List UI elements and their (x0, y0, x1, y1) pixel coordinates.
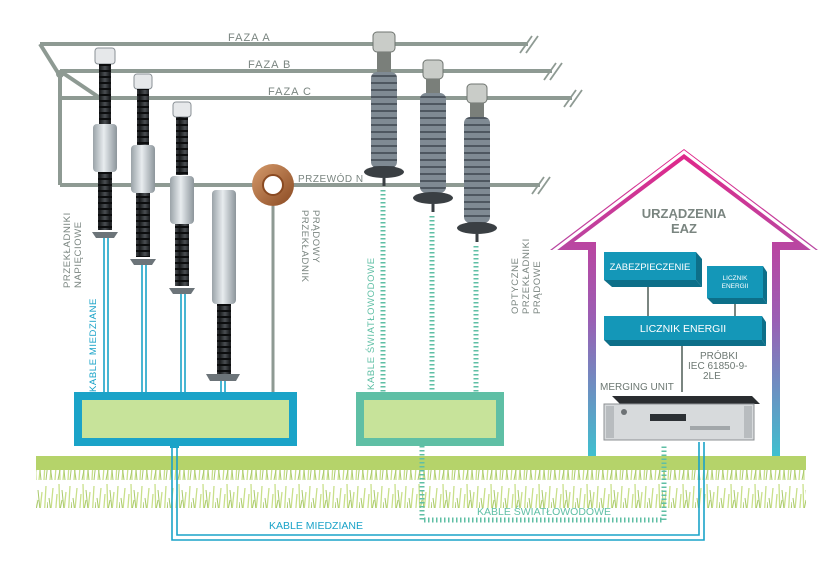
current-transformer (252, 164, 294, 396)
voltage-transformers-label-1: PRZEKŁADNIKI (62, 212, 73, 288)
voltage-transformer-3 (169, 101, 195, 294)
relay-house (547, 148, 821, 456)
protection-device (604, 252, 702, 287)
merging-unit-label: MERGING UNIT (600, 382, 674, 393)
copper-cables-vertical-label: KABLE MIEDZIANE (88, 298, 99, 392)
fiber-junction-box (356, 392, 504, 446)
house-title-line1: URZĄDZENIA (642, 206, 727, 221)
protection-label: ZABEZPIECZENIE (610, 262, 691, 273)
phase-a-label: FAZA A (228, 32, 271, 44)
fiber-cables-bottom-label: KABLE ŚWIATŁOWODOWE (477, 505, 611, 518)
merging-unit-device (603, 396, 760, 441)
copper-cables-bottom-label: KABLE MIEDZIANE (269, 520, 363, 532)
grass (36, 470, 806, 508)
main-energy-meter (604, 316, 766, 346)
voltage-transformer-1 (92, 47, 118, 238)
phase-b-label: FAZA B (248, 59, 291, 71)
small-meter-line2: ENERGII (722, 283, 749, 290)
copper-cable-route (171, 442, 705, 541)
current-transformer-label-1: PRZEKŁADNIK (299, 210, 310, 283)
copper-cables-vertical (103, 238, 226, 396)
voltage-transformers-label-2: NAPIĘCIOWE (73, 221, 84, 288)
small-meter-line1: LICZNIK (723, 275, 749, 282)
samples-line1: PRÓBKI (700, 349, 738, 362)
copper-junction-box (74, 392, 297, 446)
small-energy-meter (707, 266, 767, 304)
main-meter-label: LICZNIK ENERGII (640, 323, 726, 335)
fiber-cable-route (419, 444, 667, 523)
optical-transformers-label-2: PRZEKŁADNIKI (521, 238, 532, 314)
optical-transformers-label-3: PRĄDOWE (532, 261, 543, 314)
optical-transformer-2 (413, 59, 453, 212)
phase-c-label: FAZA C (268, 86, 312, 98)
line-break-marks (519, 35, 583, 195)
voltage-transformer-4 (206, 190, 240, 381)
optical-transformer-1 (364, 31, 404, 186)
phase-lines (38, 42, 572, 187)
voltage-transformer-2 (130, 73, 156, 265)
samples-line2: IEC 61850-9- (688, 361, 747, 372)
current-transformer-label-2: PRĄDOWY (310, 210, 321, 263)
neutral-label: PRZEWÓD N (298, 172, 364, 185)
fiber-cables-vertical-label: KABLE ŚWIATŁOWODOWE (365, 257, 377, 390)
house-title-line2: EAZ (671, 221, 697, 236)
optical-transformers-label-1: OPTYCZNE (510, 257, 521, 314)
samples-line3: 2LE (703, 371, 721, 382)
fiber-cables-vertical (380, 190, 479, 396)
optical-transformer-3 (457, 83, 497, 242)
